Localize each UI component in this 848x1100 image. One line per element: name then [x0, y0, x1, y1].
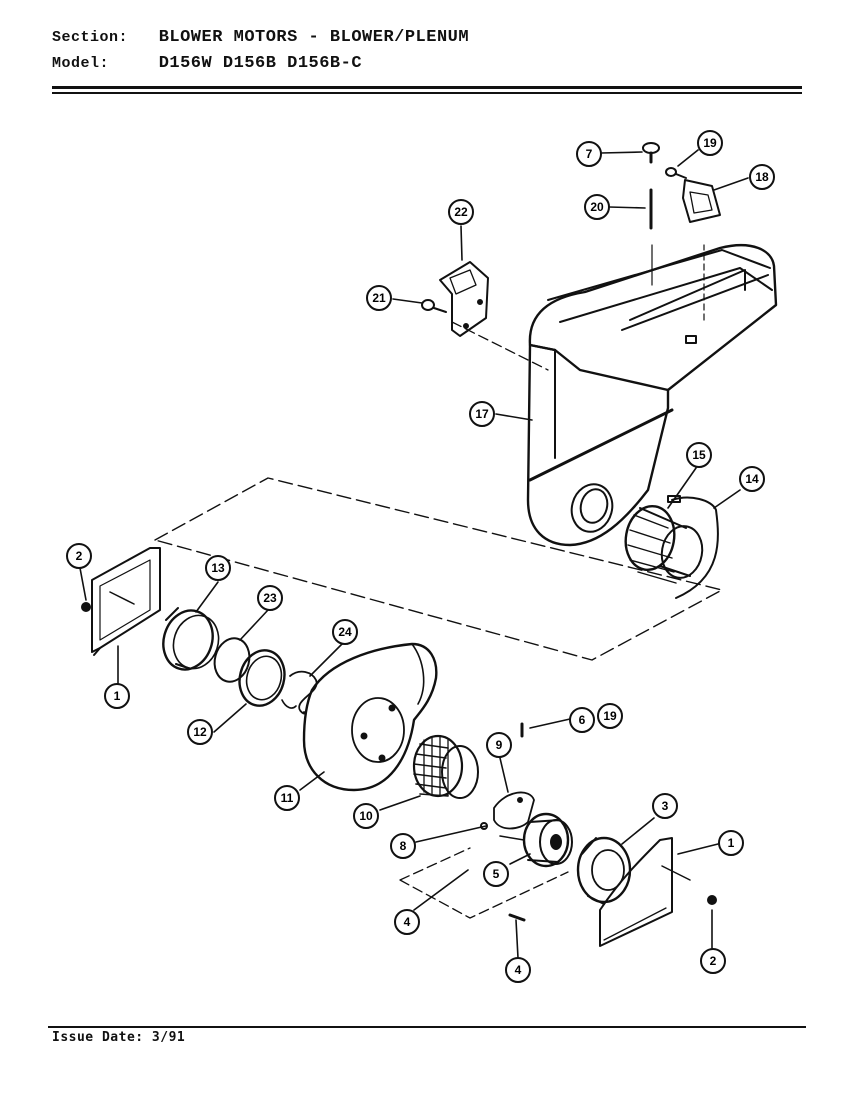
callout-14-label: 14 [745, 472, 759, 486]
screw-4-bottom [508, 913, 526, 922]
callout-7-label: 7 [586, 147, 593, 161]
blower-housing-11 [302, 642, 438, 792]
ring-12 [238, 649, 286, 707]
callout-4-bottom-label: 4 [515, 963, 522, 977]
callout-11-label: 11 [281, 791, 294, 805]
callout-1-right: 1 [718, 830, 744, 856]
motor-5 [499, 812, 573, 868]
right-bracket-1 [599, 837, 691, 947]
callout-11: 11 [274, 785, 300, 811]
callouts: 7 19 18 20 22 21 17 15 14 2 13 23 24 1 1… [66, 130, 775, 983]
footer-rule [48, 1026, 806, 1028]
ring-23 [213, 637, 251, 683]
plenum-duct [526, 244, 778, 547]
callout-12-label: 12 [193, 725, 207, 739]
bracket-22 [439, 261, 489, 337]
callout-2-right: 2 [700, 948, 726, 974]
callout-23: 23 [257, 585, 283, 611]
callout-19-bottom-label: 19 [603, 709, 617, 723]
clamp-14 [667, 495, 719, 599]
callout-3: 3 [652, 793, 678, 819]
callout-10-label: 10 [359, 809, 373, 823]
issue-date: Issue Date: 3/91 [52, 1030, 186, 1045]
callout-19-bottom: 19 [597, 703, 623, 729]
callout-20: 20 [584, 194, 610, 220]
callout-4-mid-label: 4 [404, 915, 411, 929]
callout-13-label: 13 [211, 561, 225, 575]
callout-1-left: 1 [104, 683, 130, 709]
callout-6: 6 [569, 707, 595, 733]
callout-10: 10 [353, 803, 379, 829]
model-label: Model: [52, 55, 110, 72]
blower-wheel-10 [412, 734, 479, 799]
assembly-dashed-outline [154, 477, 723, 661]
callout-8-label: 8 [400, 839, 407, 853]
callout-17-label: 17 [475, 407, 489, 421]
callout-5: 5 [483, 861, 509, 887]
callout-24: 24 [332, 619, 358, 645]
callout-2-left: 2 [66, 543, 92, 569]
screw-2-left [81, 602, 91, 612]
motor-mount-3 [576, 836, 632, 905]
callout-2-left-label: 2 [76, 549, 83, 563]
callout-23-label: 23 [263, 591, 277, 605]
callout-7: 7 [576, 141, 602, 167]
callout-15-label: 15 [692, 448, 706, 462]
callout-22: 22 [448, 199, 474, 225]
callout-1-right-label: 1 [728, 836, 735, 850]
motor-mount-9 [493, 791, 535, 830]
model-line: Model: D156W D156B D156B-C [52, 54, 362, 73]
callout-14: 14 [739, 466, 765, 492]
model-list: D156W D156B D156B-C [158, 54, 363, 73]
callout-4-bottom: 4 [505, 957, 531, 983]
callout-6-label: 6 [579, 713, 586, 727]
callout-9: 9 [486, 732, 512, 758]
header-rule-bottom [52, 92, 802, 94]
motor-dashed-outline [399, 847, 569, 919]
callout-21: 21 [366, 285, 392, 311]
callout-8: 8 [390, 833, 416, 859]
left-bracket-1 [91, 547, 161, 656]
header-rule-top [52, 86, 802, 89]
section-line: Section: BLOWER MOTORS - BLOWER/PLENUM [52, 28, 469, 47]
callout-24-label: 24 [338, 625, 352, 639]
screw-21 [421, 299, 447, 313]
callout-4-mid: 4 [394, 909, 420, 935]
screw-19-top [665, 167, 687, 179]
callout-22-label: 22 [454, 205, 468, 219]
leader-lines [79, 149, 749, 959]
callout-15: 15 [686, 442, 712, 468]
callout-13: 13 [205, 555, 231, 581]
callout-19-top: 19 [697, 130, 723, 156]
flex-duct-15 [624, 505, 704, 584]
screw-7 [642, 142, 660, 164]
washer-8 [480, 822, 488, 830]
screw-2-right [707, 895, 717, 905]
callout-21-label: 21 [372, 291, 386, 305]
bracket-18 [682, 179, 721, 223]
callout-20-label: 20 [590, 200, 604, 214]
section-label: Section: [52, 29, 129, 46]
callout-2-right-label: 2 [710, 954, 717, 968]
callout-3-label: 3 [662, 799, 669, 813]
section-title: BLOWER MOTORS - BLOWER/PLENUM [158, 28, 470, 47]
callout-12: 12 [187, 719, 213, 745]
callout-5-label: 5 [493, 867, 500, 881]
callout-19-top-label: 19 [703, 136, 717, 150]
callout-9-label: 9 [496, 738, 503, 752]
callout-18-label: 18 [755, 170, 769, 184]
callout-1-left-label: 1 [114, 689, 121, 703]
callout-18: 18 [749, 164, 775, 190]
callout-17: 17 [469, 401, 495, 427]
